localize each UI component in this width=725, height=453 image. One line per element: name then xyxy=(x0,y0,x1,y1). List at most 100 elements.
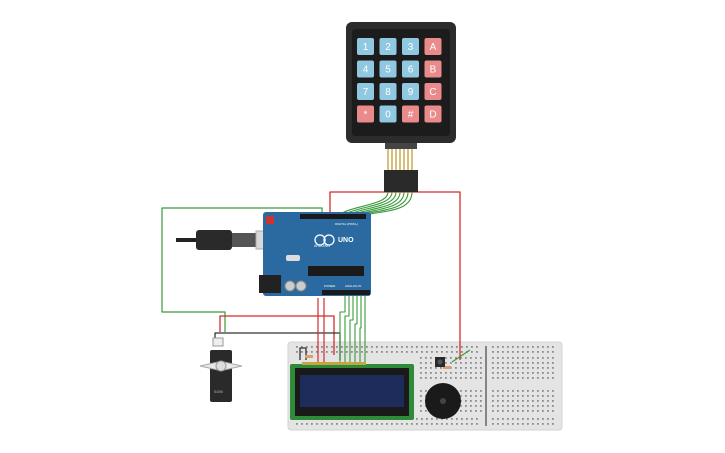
wire-green-lcd-2 xyxy=(344,296,350,362)
keypad-header xyxy=(384,170,418,192)
digital-label: DIGITAL (PWM~) xyxy=(335,222,358,226)
keypad-key-face xyxy=(402,105,419,123)
servo-motor[interactable]: SG90 xyxy=(199,337,243,402)
keypad-key-face xyxy=(357,105,374,123)
wire-green-servo-signal xyxy=(161,207,323,332)
keypad-key-face xyxy=(379,83,397,100)
keypad-key-label: 9 xyxy=(408,87,414,98)
keypad-key[interactable]: 4 xyxy=(357,60,374,78)
keypad-key-face xyxy=(424,83,442,100)
keypad-key-label: 8 xyxy=(385,87,391,98)
keypad-key[interactable]: # xyxy=(402,105,419,123)
keypad-key-label: B xyxy=(430,65,437,76)
arduino-board[interactable]: ARDUINO UNO DIGITAL (PWM~) POWER ANALOG … xyxy=(259,212,371,296)
keypad-key-face xyxy=(357,83,374,100)
keypad-key[interactable]: 5 xyxy=(379,60,397,78)
keypad-keys: 1 2 3 A 4 5 6 B 7 8 9 C * 0 # D xyxy=(357,38,442,123)
keypad-key-face xyxy=(424,60,442,78)
crystal xyxy=(286,255,300,261)
wires xyxy=(161,191,471,363)
arduino-brand: ARDUINO xyxy=(314,244,330,248)
analog-header xyxy=(322,290,370,295)
digital-header xyxy=(300,214,366,219)
keypad-key-face xyxy=(357,38,374,55)
usb-plug-neck xyxy=(232,233,256,247)
keypad-key-face xyxy=(379,105,397,123)
keypad-key-label: C xyxy=(429,87,436,98)
analog-label: ANALOG IN xyxy=(345,284,361,288)
keypad-key-label: 0 xyxy=(385,110,391,121)
keypad-key-face xyxy=(379,60,397,78)
keypad-key-label: A xyxy=(430,42,437,53)
keypad-key-label: 6 xyxy=(408,65,414,76)
servo-connector xyxy=(212,337,224,347)
servo-body xyxy=(210,350,232,402)
keypad-key[interactable]: 7 xyxy=(357,83,374,100)
breadboard-holes xyxy=(296,346,554,425)
keypad-key-label: 5 xyxy=(385,65,391,76)
wire-green-lcd-5 xyxy=(359,296,362,362)
keypad-key[interactable]: 6 xyxy=(402,60,419,78)
keypad-key[interactable]: B xyxy=(424,60,442,78)
keypad-key[interactable]: A xyxy=(424,38,442,55)
servo-shaft xyxy=(215,360,227,372)
keypad-key[interactable]: D xyxy=(424,105,442,123)
pushbutton-cap xyxy=(437,359,443,365)
keypad-key[interactable]: * xyxy=(357,105,374,123)
keypad-key-face xyxy=(379,38,397,55)
piezo-buzzer[interactable] xyxy=(425,383,461,419)
keypad-key[interactable]: 1 xyxy=(357,38,374,55)
keypad-key[interactable]: C xyxy=(424,83,442,100)
wire-green-lcd-4 xyxy=(354,296,358,362)
keypad-key[interactable]: 3 xyxy=(402,38,419,55)
usb-plug-body xyxy=(196,230,232,250)
capacitor-2 xyxy=(295,280,307,292)
lcd-screen xyxy=(300,375,404,407)
usb-cable xyxy=(176,230,279,250)
lcd-display[interactable] xyxy=(290,362,414,420)
reset-button[interactable] xyxy=(266,216,274,224)
buzzer-hole xyxy=(440,398,446,404)
keypad-key[interactable]: 8 xyxy=(379,83,397,100)
keypad-key[interactable]: 9 xyxy=(402,83,419,100)
lcd-pins xyxy=(302,362,366,365)
resistor-1 xyxy=(305,355,313,358)
keypad-key-label: 3 xyxy=(408,42,414,53)
wire-red-servo xyxy=(219,315,335,355)
keypad-key[interactable]: 2 xyxy=(379,38,397,55)
arduino-model: UNO xyxy=(338,237,354,244)
keypad-key-label: D xyxy=(429,110,436,121)
keypad-connector xyxy=(385,143,417,149)
power-jack xyxy=(259,275,281,293)
keypad-key[interactable]: 0 xyxy=(379,105,397,123)
wire-black-lcd xyxy=(299,347,307,360)
servo-label: SG90 xyxy=(214,390,223,394)
keypad-key-face xyxy=(357,60,374,78)
keypad-key-face xyxy=(402,60,419,78)
pushbutton[interactable] xyxy=(435,357,445,367)
keypad-key-label: # xyxy=(408,110,414,121)
wire-green-lcd-1 xyxy=(339,296,346,362)
keypad[interactable]: 1 2 3 A 4 5 6 B 7 8 9 C * 0 # D xyxy=(346,22,456,192)
keypad-key-label: 7 xyxy=(363,87,369,98)
resistor-2 xyxy=(443,366,451,369)
power-label: POWER xyxy=(324,284,336,288)
keypad-key-face xyxy=(424,105,442,123)
resistors xyxy=(305,355,451,369)
keypad-key-label: 1 xyxy=(363,42,369,53)
keypad-key-face xyxy=(402,83,419,100)
atmega-chip xyxy=(308,266,364,276)
keypad-key-label: * xyxy=(364,110,368,121)
capacitor-1 xyxy=(284,280,296,292)
keypad-key-label: 4 xyxy=(363,65,369,76)
keypad-key-label: 2 xyxy=(385,42,391,53)
keypad-ribbon-wires xyxy=(339,191,413,215)
wire-green-buzzer xyxy=(451,349,471,363)
keypad-pins xyxy=(387,149,413,170)
keypad-key-face xyxy=(402,38,419,55)
wire-green-lcd-3 xyxy=(349,296,354,362)
keypad-key-face xyxy=(424,38,442,55)
arduino-logo-icon-right xyxy=(323,234,335,246)
arduino-logo-icon xyxy=(314,234,326,246)
